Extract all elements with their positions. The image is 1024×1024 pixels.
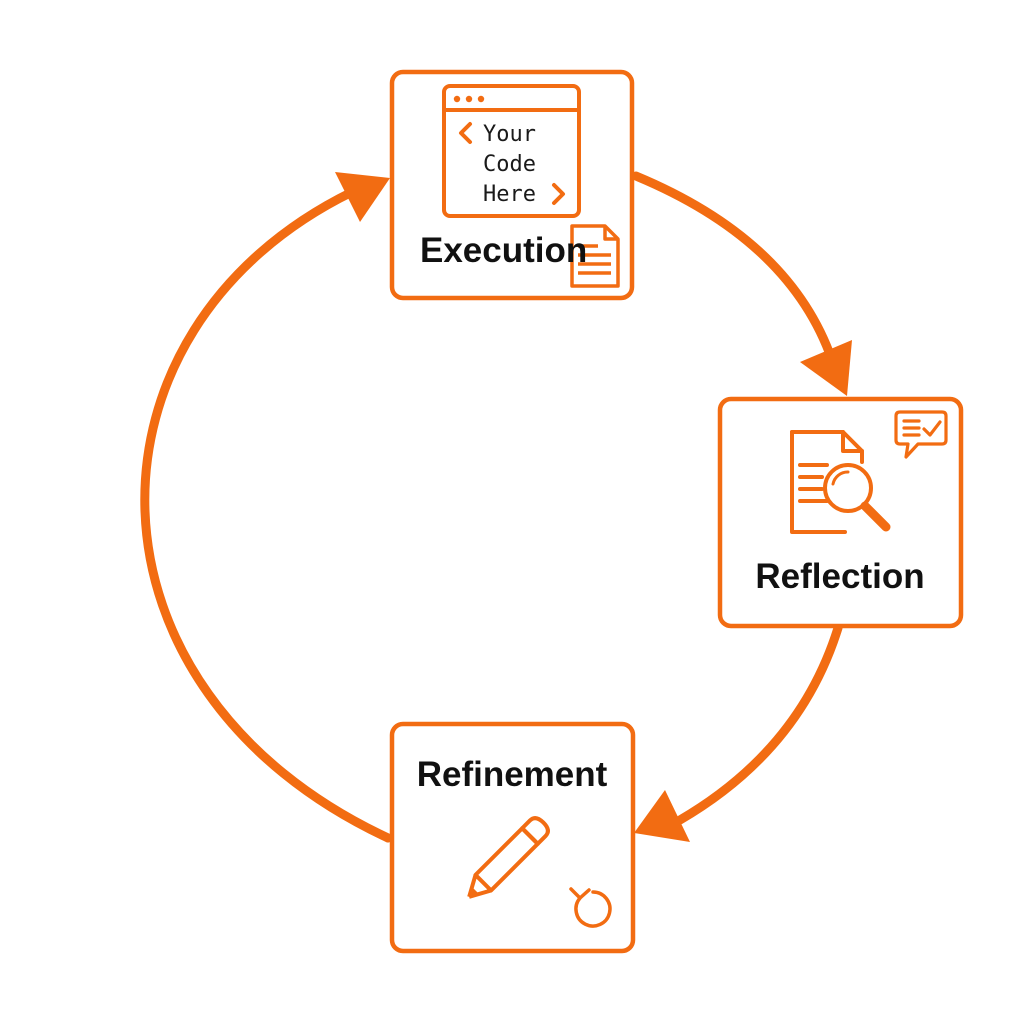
code-window-icon: Your Code Here <box>442 84 581 218</box>
document-search-icon <box>790 430 891 534</box>
arrow-execution-to-reflection <box>631 171 837 365</box>
arrowheads <box>335 172 852 842</box>
arrowhead-execution <box>335 172 390 222</box>
stage-execution: Your Code Here Execution <box>389 69 635 301</box>
cycle-arrows <box>140 171 843 843</box>
stage-refinement: Refinement <box>389 721 636 954</box>
chat-check-icon <box>894 410 948 459</box>
document-icon <box>570 224 620 288</box>
pencil-icon <box>467 816 550 899</box>
code-line-2: Code <box>483 152 536 177</box>
arrow-reflection-to-refinement <box>675 623 843 825</box>
code-line-1: Your <box>483 122 536 147</box>
execution-label: Execution <box>420 231 587 270</box>
arrowhead-reflection <box>800 340 852 396</box>
arrowhead-refinement <box>634 790 690 842</box>
code-line-3: Here <box>483 182 536 207</box>
chevron-left-icon <box>459 122 472 144</box>
stage-reflection: Reflection <box>717 396 964 629</box>
chevron-right-icon <box>552 183 565 205</box>
reflection-label: Reflection <box>755 557 924 596</box>
refinement-label: Refinement <box>417 755 608 794</box>
arrow-refinement-to-execution <box>140 187 393 843</box>
undo-icon <box>569 887 612 928</box>
reflection-box <box>717 396 964 629</box>
